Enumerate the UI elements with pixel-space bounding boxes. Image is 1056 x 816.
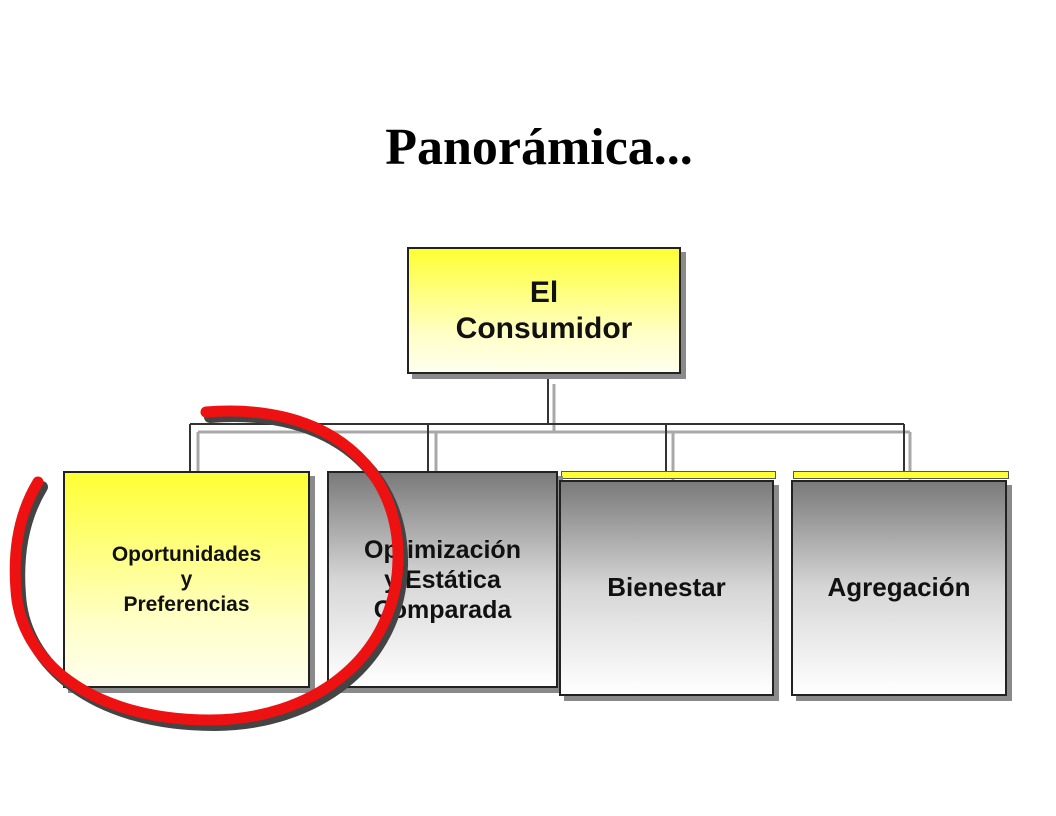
node-bienestar-top-strip: [561, 471, 776, 479]
slide-title: Panorámica...: [385, 119, 693, 176]
node-bienestar: Bienestar: [559, 480, 774, 696]
node-agregacion-top-strip: [793, 471, 1009, 479]
node-optimizacion-estatica: Optimización y Estática Comparada: [327, 471, 558, 688]
node-label: Agregación: [827, 572, 971, 603]
root-node-consumidor: El Consumidor: [407, 247, 681, 374]
node-label: Oportunidades y Preferencias: [111, 542, 262, 617]
node-agregacion: Agregación: [791, 480, 1007, 696]
node-label: Optimización y Estática Comparada: [364, 535, 521, 624]
node-label: Bienestar: [607, 572, 726, 603]
node-oportunidades-preferencias: Oportunidades y Preferencias: [63, 471, 310, 688]
root-node-label: El Consumidor: [455, 275, 633, 345]
